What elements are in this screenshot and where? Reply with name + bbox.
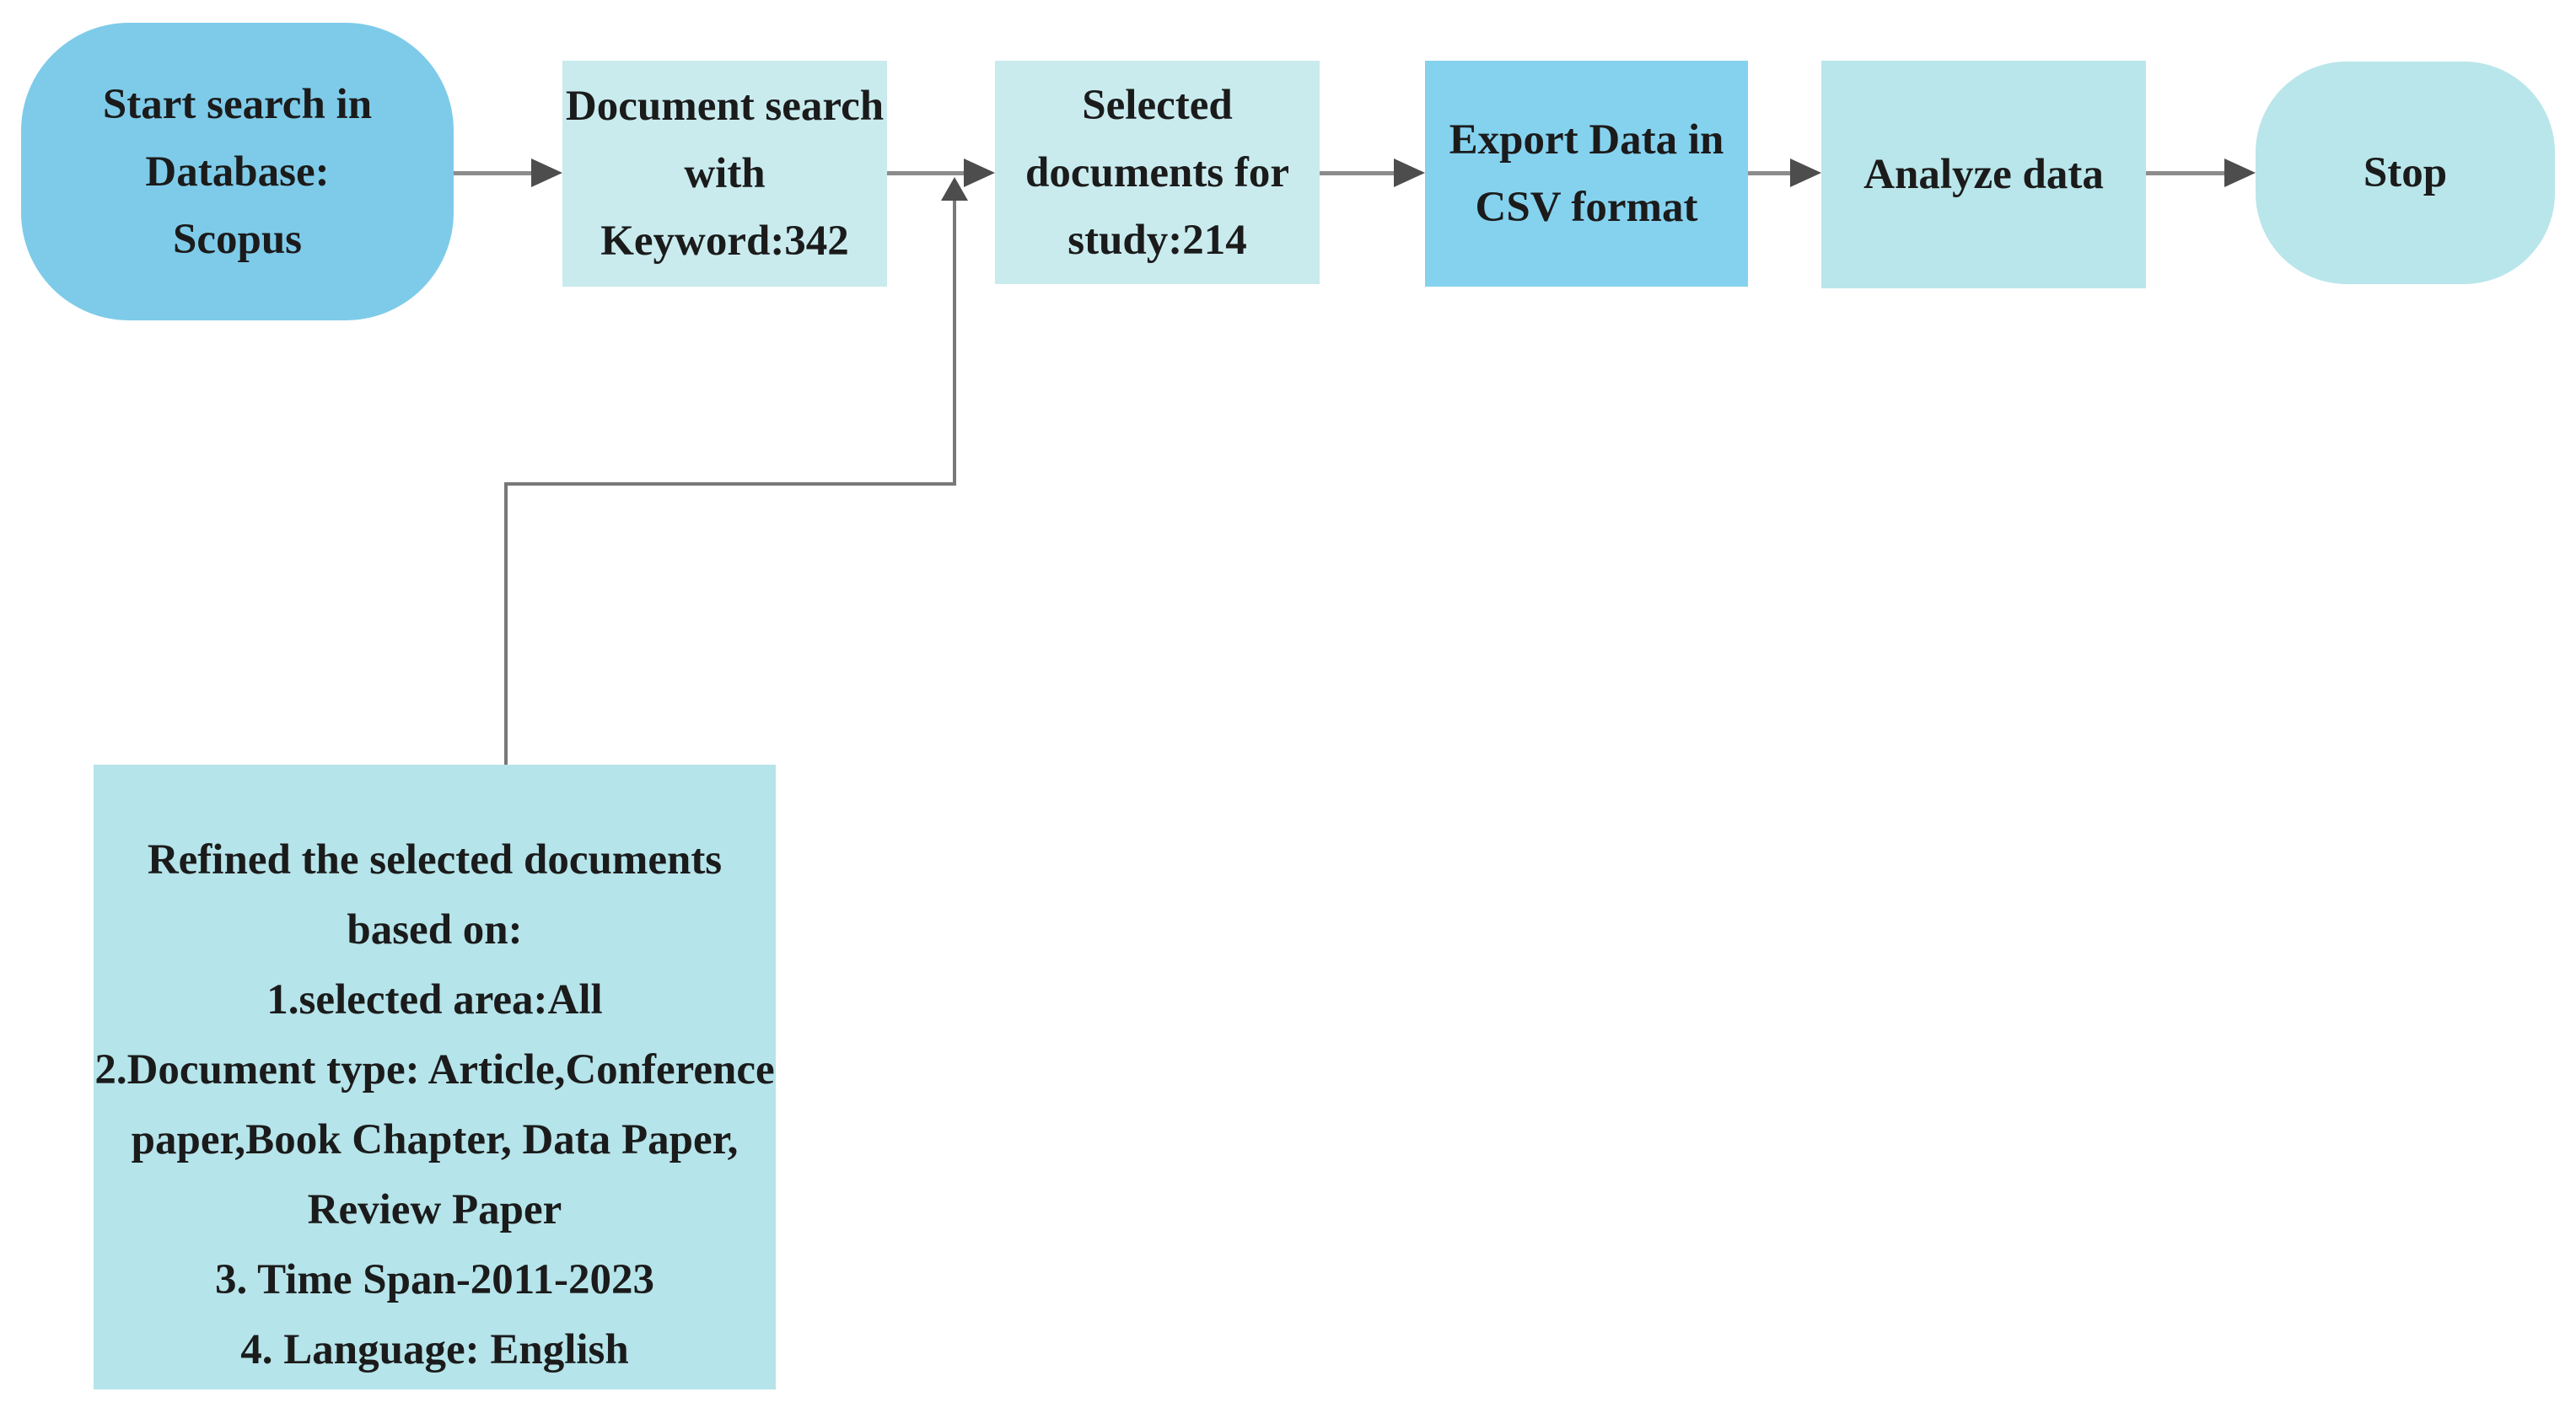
feedback-connector-horizontal (504, 482, 956, 486)
flow-node-refined-criteria: Refined the selected documents based on: 1… (94, 765, 776, 1389)
arrowhead-right-icon (2224, 159, 2256, 187)
node-label-line: Analyze data (1863, 151, 2104, 198)
node-label-line: based on: (347, 906, 523, 954)
node-label-line: 2.Document type: Article,Conference (94, 1046, 775, 1094)
node-label-line: study:214 (1068, 216, 1247, 264)
arrowhead-up-icon (941, 177, 968, 201)
flow-node-start: Start search in Database: Scopus (21, 23, 454, 320)
node-label-line: Start search in (102, 80, 373, 128)
node-label-line: with (684, 150, 766, 197)
node-label-line: Export Data in (1449, 116, 1724, 164)
arrowhead-right-icon (531, 159, 562, 187)
node-label-line: Stop (2363, 149, 2448, 196)
node-label-line: CSV format (1475, 184, 1698, 231)
node-label-line: Database: (145, 148, 330, 196)
flow-node-stop: Stop (2256, 62, 2555, 284)
arrow-analyze-to-stop (2146, 171, 2227, 175)
node-label-line: paper,Book Chapter, Data Paper, (131, 1116, 739, 1163)
node-label-line: Selected (1082, 81, 1233, 129)
arrow-doc-search-to-selected-docs (887, 171, 966, 175)
node-label-line: 1.selected area:All (266, 976, 603, 1024)
feedback-connector-vertical-lower (504, 482, 508, 765)
node-label-line: Keyword:342 (600, 218, 849, 265)
arrow-export-csv-to-analyze (1748, 171, 1793, 175)
flow-node-analyze-data: Analyze data (1821, 61, 2146, 288)
node-label-line: documents for (1024, 148, 1290, 196)
node-label-line: 3. Time Span-2011-2023 (215, 1256, 654, 1303)
node-label-line: Refined the selected documents (147, 836, 723, 884)
flow-node-export-csv: Export Data in CSV format (1425, 61, 1748, 287)
arrowhead-right-icon (1790, 159, 1821, 187)
feedback-connector-vertical-upper (953, 199, 956, 486)
node-label-line: Review Paper (307, 1186, 562, 1233)
arrow-selected-docs-to-export-csv (1320, 171, 1396, 175)
flow-node-selected-documents: Selected documents for study:214 (995, 61, 1320, 284)
node-label-line: Document search (565, 83, 885, 130)
node-label-line: 4. Language: English (240, 1326, 629, 1373)
node-label-line: Scopus (172, 215, 303, 263)
arrow-start-to-doc-search (454, 171, 535, 175)
arrowhead-right-icon (1394, 159, 1425, 187)
arrowhead-right-icon (964, 159, 995, 187)
